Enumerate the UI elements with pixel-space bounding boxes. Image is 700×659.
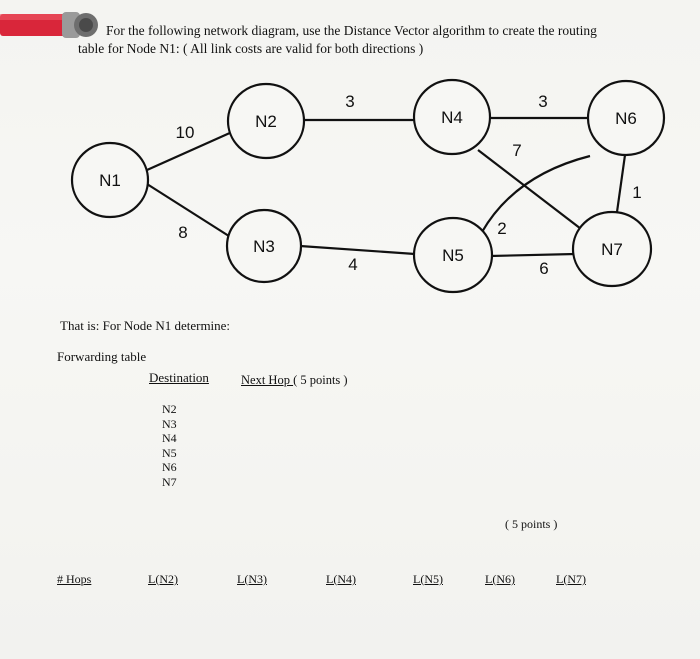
- task-intro: That is: For Node N1 determine:: [60, 318, 231, 333]
- node-n7-circle: [571, 210, 653, 288]
- cost-n5-n6: 2: [497, 219, 506, 238]
- node-n6-circle: [586, 79, 666, 157]
- destination-item: N4: [162, 431, 177, 445]
- cost-n3-n5: 4: [348, 255, 357, 274]
- destination-column-header: Destination: [149, 370, 209, 385]
- forwarding-table-title: Forwarding table: [57, 349, 147, 364]
- node-n1-label: N1: [99, 171, 121, 190]
- node-n4-circle: [412, 78, 492, 156]
- next-hop-column-header: Next Hop ( 5 points ): [241, 373, 348, 388]
- node-n2-label: N2: [255, 112, 277, 131]
- problem-line-1: For the following network diagram, use t…: [106, 23, 597, 38]
- destination-item: N6: [162, 460, 177, 474]
- next-hop-label: Next Hop: [241, 373, 294, 387]
- hops-column: L(N7): [556, 572, 586, 586]
- cost-n4-n6: 3: [538, 92, 547, 111]
- hops-column: L(N3): [237, 572, 267, 586]
- link-n1-n2: [146, 130, 233, 172]
- hops-column: L(N4): [326, 572, 356, 586]
- problem-line-2: table for Node N1: ( All link costs are …: [78, 41, 424, 56]
- hops-column: L(N5): [413, 572, 443, 586]
- node-n6-label: N6: [615, 109, 637, 128]
- link-n6-n7: [615, 154, 627, 213]
- node-n3-label: N3: [253, 237, 275, 256]
- node-n4-label: N4: [441, 108, 463, 127]
- cost-n1-n3: 8: [178, 223, 187, 242]
- node-n5-label: N5: [442, 246, 464, 265]
- cost-n4-n7: 7: [512, 141, 521, 160]
- marker-pen-icon: [0, 12, 98, 38]
- hops-label: # Hops: [57, 572, 92, 586]
- link-n5-n7: [489, 252, 576, 258]
- next-hop-points: ( 5 points ): [293, 373, 348, 387]
- node-n5-circle: [412, 216, 494, 294]
- link-n1-n3: [146, 183, 233, 239]
- hops-points: ( 5 points ): [505, 517, 558, 531]
- node-n2-circle: [226, 82, 306, 160]
- link-n3-n5: [299, 244, 416, 256]
- node-n7-label: N7: [601, 240, 623, 259]
- destination-item: N3: [162, 416, 177, 431]
- destination-item: N7: [162, 474, 177, 489]
- cost-n5-n7: 6: [539, 259, 548, 278]
- cost-n1-n2: 10: [176, 123, 195, 142]
- node-n1-circle: [70, 141, 150, 219]
- destination-item: N2: [162, 402, 177, 416]
- destination-item: N5: [162, 445, 177, 460]
- hops-column: L(N2): [148, 572, 178, 586]
- cost-n2-n4: 3: [345, 92, 354, 111]
- destination-list: N2 N3 N4 N5 N6 N7: [162, 402, 177, 489]
- problem-statement: For the following network diagram, use t…: [78, 22, 638, 58]
- hops-column: L(N6): [485, 572, 515, 586]
- link-n5-n6: [481, 154, 591, 233]
- link-n4-n7: [477, 149, 586, 233]
- node-n3-circle: [225, 208, 303, 284]
- cost-n6-n7: 1: [632, 183, 641, 202]
